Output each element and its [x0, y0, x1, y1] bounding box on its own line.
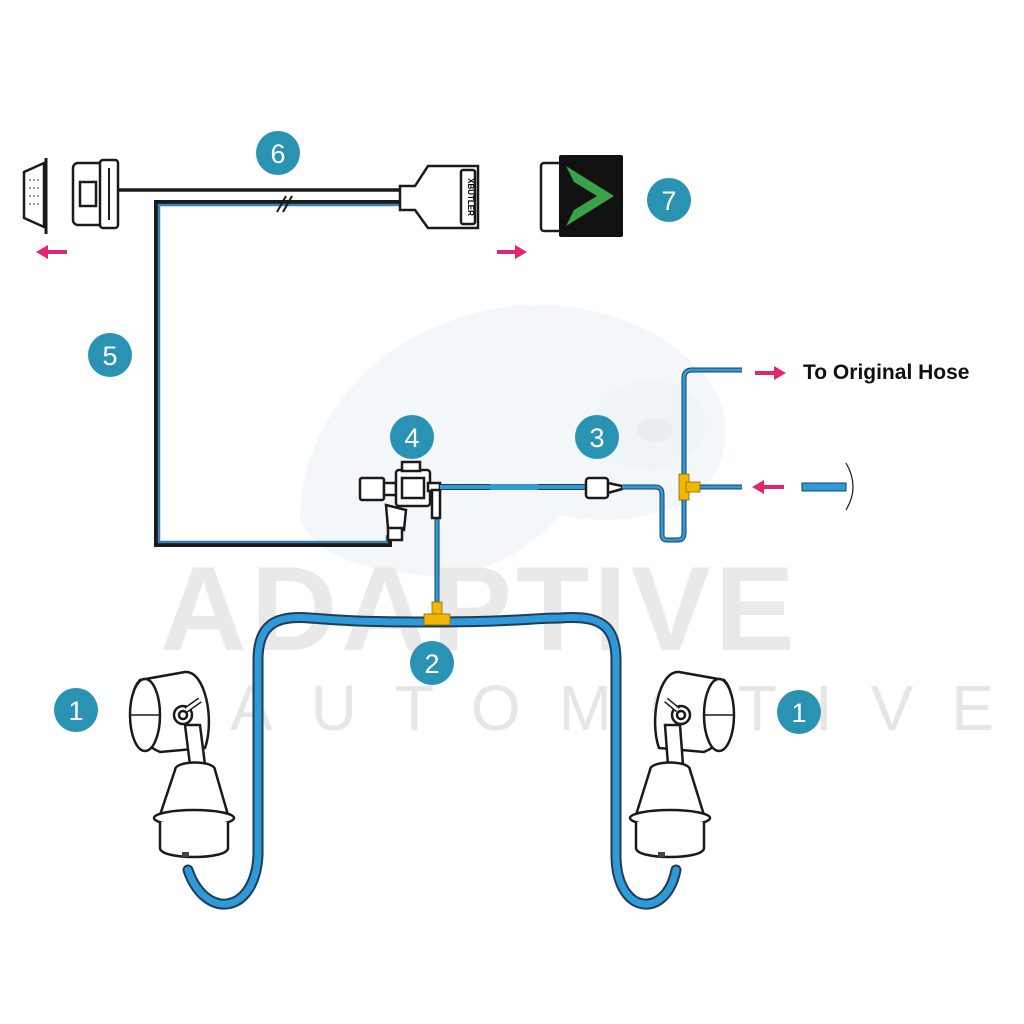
svg-text:7: 7 — [661, 186, 676, 216]
svg-text:2: 2 — [424, 649, 439, 679]
badge-2: 2 — [410, 641, 454, 685]
vacuum-actuator-left — [128, 670, 236, 859]
cable-break-mark — [276, 195, 293, 213]
control-module — [539, 155, 623, 237]
module-logo-icon — [566, 166, 614, 226]
vehicle-obd-port — [22, 158, 48, 234]
svg-text:1: 1 — [68, 696, 83, 726]
svg-text:6: 6 — [270, 139, 285, 169]
to-original-hose-label: To Original Hose — [803, 361, 969, 384]
badge-4: 4 — [390, 415, 434, 459]
adapter-brand-text: XBUTLER — [466, 178, 475, 216]
arrow-to-original-hose-icon — [755, 366, 786, 380]
svg-text:3: 3 — [589, 423, 604, 453]
arrow-right-icon — [497, 245, 527, 259]
watermark-brand-line2: AUTOMOTIVE — [230, 672, 1024, 744]
svg-text:1: 1 — [791, 698, 806, 728]
obd-male-plug — [71, 158, 120, 230]
tee-connector-3 — [678, 473, 701, 501]
hose-to-check-valve — [440, 484, 585, 490]
arrow-from-source-icon — [752, 480, 784, 494]
wire-harness-black — [154, 200, 405, 547]
chameleon-watermark — [300, 304, 726, 576]
badge-5: 5 — [88, 333, 132, 377]
badge-1-left: 1 — [54, 688, 98, 732]
arrow-left-icon — [36, 245, 67, 259]
tee-connector-2 — [423, 601, 451, 626]
vacuum-actuator-right — [628, 670, 736, 859]
svg-text:5: 5 — [102, 341, 117, 371]
badge-6: 6 — [256, 131, 300, 175]
badge-1-right: 1 — [777, 690, 821, 734]
svg-text:4: 4 — [404, 423, 419, 453]
obd-female-connector: XBUTLER — [398, 164, 480, 230]
badge-7: 7 — [647, 178, 691, 222]
original-vacuum-hose — [801, 462, 854, 511]
solenoid-valve — [358, 460, 442, 542]
badge-3: 3 — [575, 415, 619, 459]
watermark-brand-line1: ADAPTIVE — [160, 542, 799, 676]
